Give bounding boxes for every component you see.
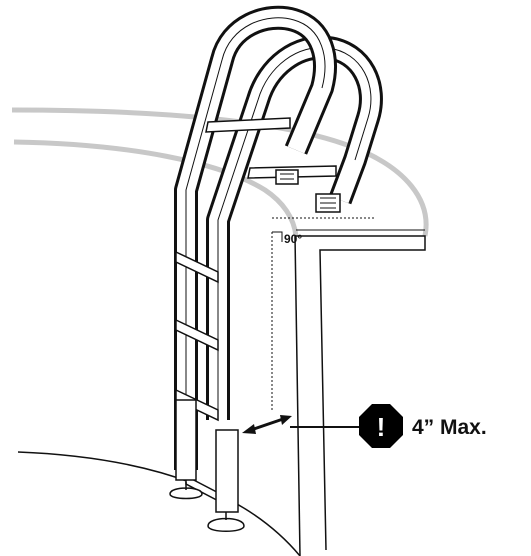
- angle-label: 90°: [284, 232, 302, 246]
- ladder-front-handrail: [174, 5, 337, 470]
- ladder-legs: [175, 399, 239, 513]
- clearance-arrowhead-right: [280, 415, 292, 425]
- octagon-shape: [359, 404, 403, 448]
- step-1: [175, 250, 219, 284]
- back-foot: [207, 512, 245, 532]
- deck-mount-brackets: [275, 169, 341, 213]
- right-mount-bolts: [320, 197, 336, 209]
- exclamation-octagon-icon: !: [359, 404, 403, 448]
- front-handrail-centerline: [185, 17, 326, 470]
- left-mount-bolts: [280, 173, 294, 180]
- pool-rim-upper: [11, 107, 429, 237]
- warning-callout: ! 4” Max.: [359, 404, 487, 448]
- clearance-label: 4” Max.: [412, 416, 487, 439]
- upper-cross-brace: [205, 117, 291, 133]
- clearance-dimension: [242, 415, 362, 434]
- back-leg-extension: [215, 429, 239, 513]
- pool-rim-lower: [13, 139, 299, 237]
- front-leg-extension: [175, 399, 197, 481]
- pool-wall-inner-face: [294, 235, 301, 556]
- pool-wall-outline: [295, 235, 426, 551]
- step-3: [175, 388, 219, 422]
- exclamation-glyph: !: [377, 412, 386, 442]
- front-foot: [169, 482, 203, 500]
- vertical-reference: [271, 217, 375, 410]
- left-mount-bracket: [275, 169, 299, 185]
- pool-floor: [17, 451, 301, 556]
- step-2: [175, 318, 219, 352]
- ladder-feet: [169, 482, 245, 532]
- pool-wall: [294, 229, 426, 556]
- clearance-arrowhead-left: [242, 424, 256, 434]
- ladder-steps: [175, 250, 233, 510]
- right-angle-mark: [272, 231, 283, 242]
